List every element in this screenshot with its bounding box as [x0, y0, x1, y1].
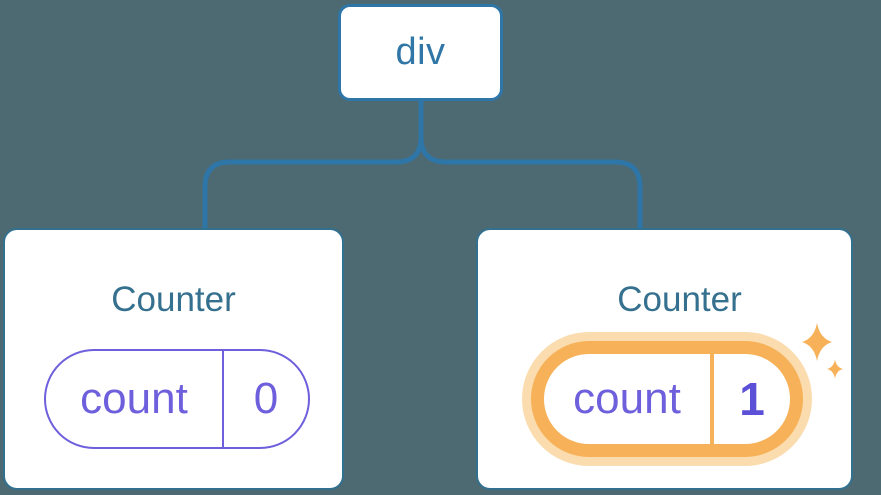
state-value-cell: 0 — [224, 351, 308, 447]
edge-to-right-counter — [418, 101, 643, 229]
edge-to-left-counter — [202, 101, 424, 229]
state-pill-highlighted: count 1 — [531, 341, 803, 457]
pill-divider — [222, 351, 224, 447]
state-value: 1 — [739, 373, 765, 425]
state-value-cell: 1 — [714, 354, 790, 444]
sparkle-large-icon — [802, 323, 832, 361]
root-node-div: div — [338, 4, 503, 101]
component-title: Counter — [111, 280, 236, 319]
sparkles-group — [802, 323, 843, 379]
root-node-label: div — [395, 31, 446, 73]
state-value: 0 — [253, 374, 279, 423]
component-title: Counter — [617, 280, 742, 319]
state-key-cell: count — [46, 351, 222, 447]
counter-card-right: Counter count 1 — [476, 228, 853, 490]
state-key-label: count — [80, 374, 188, 423]
state-key-cell: count — [544, 354, 710, 444]
counter-card-left: Counter count 0 — [3, 228, 344, 490]
sparkle-small-icon — [827, 359, 843, 379]
state-key-label: count — [573, 374, 681, 423]
state-pill: count 0 — [44, 349, 310, 449]
pill-divider — [710, 354, 714, 444]
